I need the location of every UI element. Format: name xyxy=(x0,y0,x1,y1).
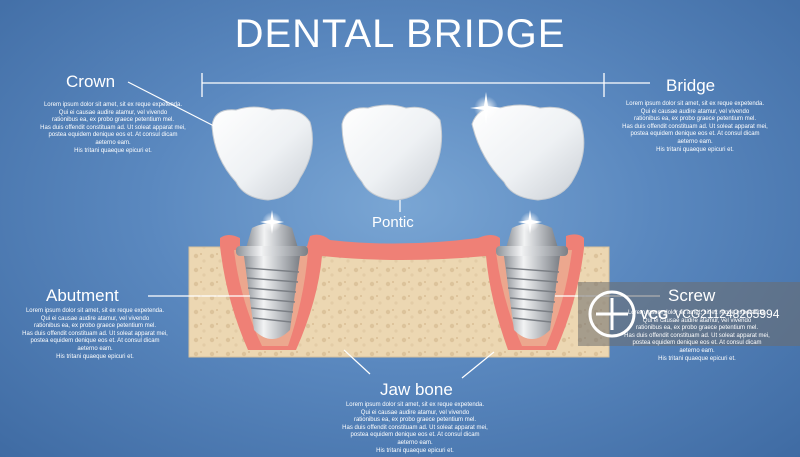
bridge-label: Bridge xyxy=(666,76,716,95)
watermark-banner: VCG VCG211248265994 xyxy=(578,282,800,346)
crown-right-tooth xyxy=(471,104,585,201)
left-implant xyxy=(236,223,308,339)
jaw-bone-description: Lorem ipsum dolor sit amet, sit ex reque… xyxy=(342,402,488,454)
abutment-label: Abutment xyxy=(46,286,119,305)
watermark-logo-icon xyxy=(586,288,638,340)
right-implant xyxy=(496,223,568,339)
jaw-bone-leader-right xyxy=(461,351,495,379)
screw-label: Screw xyxy=(668,286,716,305)
jaw-bone-label: Jaw bone xyxy=(380,380,453,399)
jaw-bone-leader-left xyxy=(343,349,371,375)
crown-description: Lorem ipsum dolor sit amet, sit ex reque… xyxy=(40,102,186,154)
page-title: DENTAL BRIDGE xyxy=(234,12,566,56)
watermark-brand: VCG xyxy=(640,306,669,322)
abutment-description: Lorem ipsum dolor sit amet, sit ex reque… xyxy=(22,308,168,360)
sparkle-highlights xyxy=(260,92,542,234)
gum-tissue xyxy=(220,234,584,350)
crown-leader-line xyxy=(127,81,215,127)
pontic-label: Pontic xyxy=(372,214,414,231)
screw-description: Lorem ipsum dolor sit amet, sit ex reque… xyxy=(624,310,770,362)
crown-label: Crown xyxy=(66,72,116,91)
crown-left-tooth xyxy=(211,106,313,201)
bridge-description: Lorem ipsum dolor sit amet, sit ex reque… xyxy=(622,101,768,153)
pontic-tooth xyxy=(341,104,443,201)
watermark-id-text: VCG211248265994 xyxy=(674,307,780,321)
